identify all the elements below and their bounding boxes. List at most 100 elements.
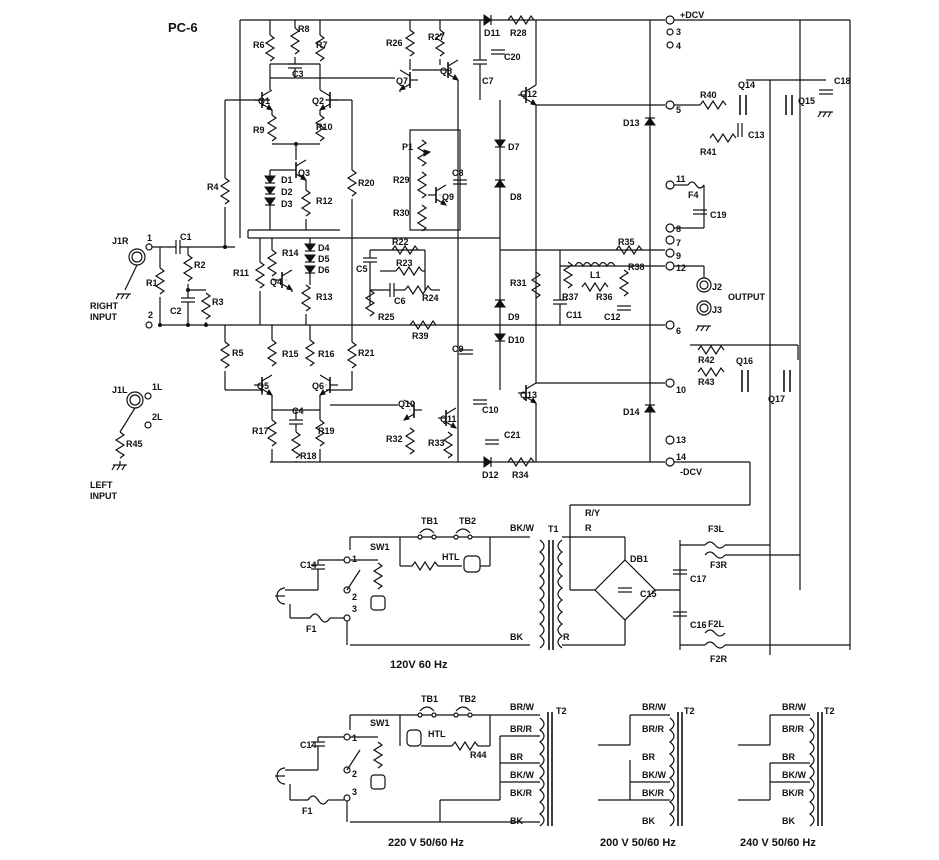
svg-text:C3: C3 [292, 69, 304, 79]
svg-text:6: 6 [676, 326, 681, 336]
output-jack-j3[interactable] [699, 303, 709, 313]
svg-text:Q17: Q17 [768, 394, 785, 404]
svg-text:R10: R10 [316, 122, 333, 132]
svg-text:BK/W: BK/W [782, 770, 806, 780]
svg-text:R25: R25 [378, 312, 395, 322]
svg-text:2: 2 [352, 592, 357, 602]
svg-text:C10: C10 [482, 405, 499, 415]
svg-text:F3L: F3L [708, 524, 725, 534]
svg-text:R35: R35 [618, 237, 635, 247]
svg-text:R33: R33 [428, 438, 445, 448]
input-jack-right[interactable] [131, 251, 143, 263]
svg-text:T2: T2 [824, 706, 835, 716]
svg-text:R19: R19 [318, 426, 335, 436]
output-jack-j2[interactable] [699, 280, 709, 290]
svg-text:R8: R8 [298, 24, 310, 34]
svg-text:L1: L1 [590, 270, 601, 280]
svg-text:D1: D1 [281, 175, 293, 185]
svg-text:R31: R31 [510, 278, 527, 288]
svg-text:C6: C6 [394, 296, 406, 306]
svg-text:7: 7 [676, 238, 681, 248]
svg-text:Q8: Q8 [440, 66, 452, 76]
svg-text:Q16: Q16 [736, 356, 753, 366]
svg-text:TB2: TB2 [459, 694, 476, 704]
svg-text:F2R: F2R [710, 654, 728, 664]
svg-text:C2: C2 [170, 306, 182, 316]
svg-text:Q11: Q11 [440, 414, 457, 424]
svg-text:R43: R43 [698, 377, 715, 387]
svg-text:D9: D9 [508, 312, 520, 322]
svg-text:11: 11 [676, 174, 686, 184]
diagram-title: PC-6 [168, 20, 198, 35]
svg-text:2: 2 [352, 769, 357, 779]
svg-text:C7: C7 [482, 76, 494, 86]
svg-text:13: 13 [676, 435, 686, 445]
svg-text:D13: D13 [623, 118, 640, 128]
svg-text:C14: C14 [300, 740, 317, 750]
svg-text:BR/W: BR/W [642, 702, 666, 712]
input-jack-left[interactable] [129, 394, 141, 406]
svg-text:Q6: Q6 [312, 381, 324, 391]
svg-text:R: R [563, 632, 570, 642]
svg-text:R40: R40 [700, 90, 717, 100]
svg-text:BK/R: BK/R [510, 788, 532, 798]
svg-text:12: 12 [676, 263, 686, 273]
svg-text:9: 9 [676, 251, 681, 261]
svg-text:D14: D14 [623, 407, 640, 417]
svg-text:C15: C15 [640, 589, 657, 599]
svg-text:Q9: Q9 [442, 192, 454, 202]
svg-text:Q15: Q15 [798, 96, 815, 106]
svg-text:1: 1 [352, 733, 357, 743]
svg-text:BK: BK [782, 816, 795, 826]
svg-text:R20: R20 [358, 178, 375, 188]
svg-text:BK/W: BK/W [510, 770, 534, 780]
svg-text:BR: BR [782, 752, 795, 762]
svg-text:BR/R: BR/R [782, 724, 804, 734]
svg-text:R16: R16 [318, 349, 335, 359]
svg-text:C18: C18 [834, 76, 851, 86]
svg-text:C11: C11 [566, 310, 582, 320]
svg-text:C9: C9 [452, 344, 464, 354]
svg-text:D11: D11 [484, 28, 500, 38]
svg-text:R18: R18 [300, 451, 317, 461]
svg-text:R12: R12 [316, 196, 333, 206]
svg-text:D3: D3 [281, 199, 293, 209]
svg-text:C1: C1 [180, 232, 192, 242]
svg-text:C16: C16 [690, 620, 707, 630]
svg-text:BR/W: BR/W [510, 702, 534, 712]
svg-text:F3R: F3R [710, 560, 728, 570]
svg-text:R30: R30 [393, 208, 410, 218]
jack-j1r-label: J1R [112, 236, 129, 246]
svg-text:R3: R3 [212, 297, 224, 307]
svg-text:TB1: TB1 [421, 694, 438, 704]
svg-text:1: 1 [352, 554, 357, 564]
svg-text:R23: R23 [396, 258, 413, 268]
tb2-label: TB2 [459, 516, 476, 526]
svg-text:R21: R21 [358, 348, 375, 358]
htl-label: HTL [442, 552, 460, 562]
svg-text:C17: C17 [690, 574, 707, 584]
svg-text:R15: R15 [282, 349, 299, 359]
svg-text:D8: D8 [510, 192, 522, 202]
svg-text:R44: R44 [470, 750, 487, 760]
svg-text:R34: R34 [512, 470, 529, 480]
svg-text:R38: R38 [628, 262, 645, 272]
svg-text:R24: R24 [422, 293, 439, 303]
svg-text:DB1: DB1 [630, 554, 648, 564]
svg-text:BK/R: BK/R [782, 788, 804, 798]
svg-text:C21: C21 [504, 430, 521, 440]
svg-text:J1L: J1L [112, 385, 128, 395]
svg-text:C20: C20 [504, 52, 521, 62]
svg-text:D4: D4 [318, 243, 330, 253]
svg-text:T2: T2 [684, 706, 695, 716]
svg-text:BR/W: BR/W [782, 702, 806, 712]
svg-text:Q14: Q14 [738, 80, 755, 90]
sw1-label: SW1 [370, 542, 390, 552]
svg-text:C5: C5 [356, 264, 368, 274]
svg-text:SW1: SW1 [370, 718, 390, 728]
svg-text:P1: P1 [402, 142, 413, 152]
svg-text:R2: R2 [194, 260, 206, 270]
caption-240v: 240 V 50/60 Hz [740, 837, 816, 849]
svg-text:10: 10 [676, 385, 686, 395]
svg-text:R: R [585, 523, 592, 533]
